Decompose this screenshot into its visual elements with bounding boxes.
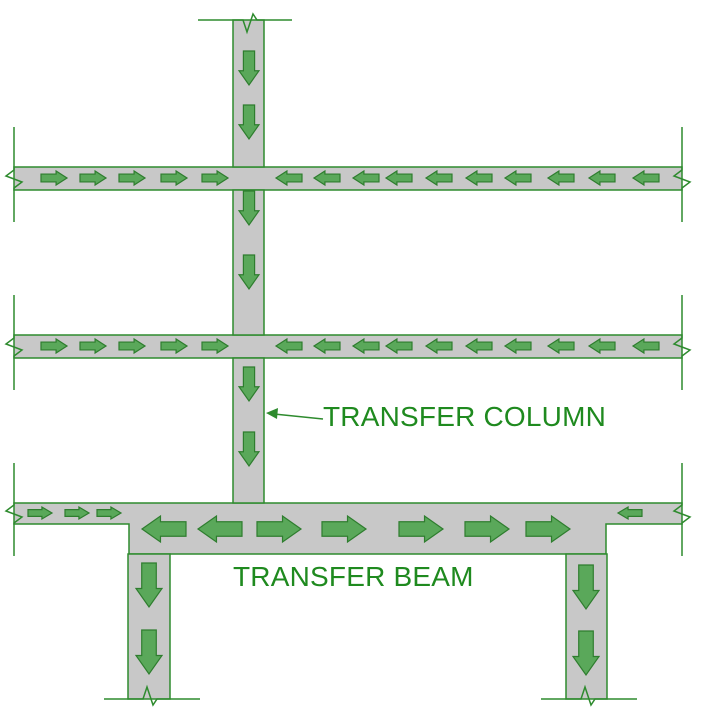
column-middle-arrow-1 [237, 190, 261, 227]
transfer-beam-arrow-right-4 [464, 514, 511, 544]
support-right-arrow-1 [571, 564, 601, 611]
transfer-beam-label: TRANSFER BEAM [233, 561, 474, 592]
beam-arrow-right-2-4 [160, 337, 189, 355]
transfer-beam-arrow-right-5 [525, 514, 572, 544]
break-top-column [198, 12, 292, 35]
transfer-column [232, 357, 265, 504]
support-right-arrow-2 [571, 630, 601, 677]
column-upper-arrow-2 [237, 104, 261, 141]
break-right-2 [672, 295, 692, 390]
beam-arrow-left-1-9 [587, 169, 616, 187]
column-upper [232, 19, 265, 168]
load-arrows [27, 50, 660, 677]
beam-arrow-left-2-6 [464, 337, 493, 355]
beam-arrow-left-2-4 [384, 337, 413, 355]
beam-arrow-right-2-5 [201, 337, 230, 355]
beam-arrow-right-2-3 [118, 337, 147, 355]
beam-arrow-left-1-8 [546, 169, 575, 187]
beam-arrow-left-1-2 [312, 169, 341, 187]
support-left-arrow-2 [134, 629, 164, 676]
beam-arrow-left-1-5 [424, 169, 453, 187]
transfer-slab-arrow-right-3 [96, 505, 123, 521]
column-middle-arrow-2 [237, 254, 261, 291]
beam-arrow-left-1-10 [631, 169, 660, 187]
beam-arrow-right-1-5 [201, 169, 230, 187]
transfer-beam-arrow-right-3 [398, 514, 445, 544]
beam-arrow-left-2-5 [424, 337, 453, 355]
beam-arrow-right-2-1 [40, 337, 69, 355]
break-left-3 [4, 463, 24, 556]
transfer-slab-arrow-right-2 [64, 505, 91, 521]
beam-arrow-left-1-1 [274, 169, 303, 187]
break-left-1 [4, 127, 24, 222]
transfer-slab-arrow-left [616, 505, 643, 521]
support-left-arrow-1 [134, 562, 164, 609]
column-leader [266, 408, 324, 420]
break-bottom-right [541, 684, 637, 707]
transfer-beam-arrow-right-1 [256, 514, 303, 544]
beam-arrow-right-1-4 [160, 169, 189, 187]
beam-arrow-left-2-10 [631, 337, 660, 355]
beam-arrow-right-2-2 [79, 337, 108, 355]
break-left-2 [4, 295, 24, 390]
break-lines [4, 12, 692, 707]
break-right-1 [672, 127, 692, 222]
break-bottom-left [104, 684, 200, 707]
beam-arrow-right-1-2 [79, 169, 108, 187]
leader-arrowhead [266, 408, 278, 419]
beam-arrow-left-1-4 [384, 169, 413, 187]
beam-arrow-left-2-9 [587, 337, 616, 355]
beam-arrow-left-1-7 [503, 169, 532, 187]
column-upper-arrow-1 [237, 50, 261, 87]
beam-arrow-left-1-6 [464, 169, 493, 187]
beam-level-1 [13, 166, 683, 191]
beam-arrow-left-2-1 [274, 337, 303, 355]
leader-line [273, 413, 324, 420]
beam-arrow-left-2-3 [351, 337, 380, 355]
transfer-beam-arrow-left-1 [140, 514, 187, 544]
beam-arrow-left-1-3 [351, 169, 380, 187]
beam-arrow-left-2-8 [546, 337, 575, 355]
beam-arrow-right-1-1 [40, 169, 69, 187]
break-right-3 [672, 463, 692, 556]
beam-arrow-left-2-7 [503, 337, 532, 355]
transfer-slab-arrow-right-1 [27, 505, 54, 521]
transfer-column-label: TRANSFER COLUMN [323, 401, 607, 432]
beam-arrow-right-1-3 [118, 169, 147, 187]
transfer-column-arrow-1 [237, 366, 261, 403]
beam-level-2 [13, 334, 683, 359]
beam-arrow-left-2-2 [312, 337, 341, 355]
transfer-beam-arrow-right-2 [321, 514, 368, 544]
transfer-column-arrow-2 [237, 431, 261, 468]
transfer-beam-arrow-left-2 [196, 514, 243, 544]
